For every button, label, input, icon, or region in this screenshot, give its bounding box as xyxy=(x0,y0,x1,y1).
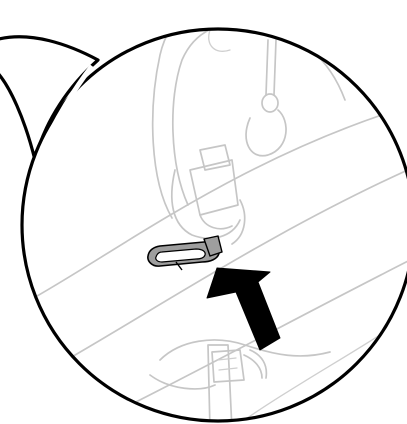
clip-connector xyxy=(171,144,246,245)
snap-hook xyxy=(147,235,223,271)
detail-scene xyxy=(29,29,407,421)
tail-join xyxy=(39,64,94,151)
hanging-loop xyxy=(245,39,287,157)
direction-arrow-icon xyxy=(206,267,281,351)
callout-tail xyxy=(0,35,100,162)
buckle xyxy=(149,339,331,421)
magnifier-circle xyxy=(22,29,407,421)
magnifier-outline xyxy=(20,27,407,423)
callout-bubble xyxy=(0,29,407,421)
